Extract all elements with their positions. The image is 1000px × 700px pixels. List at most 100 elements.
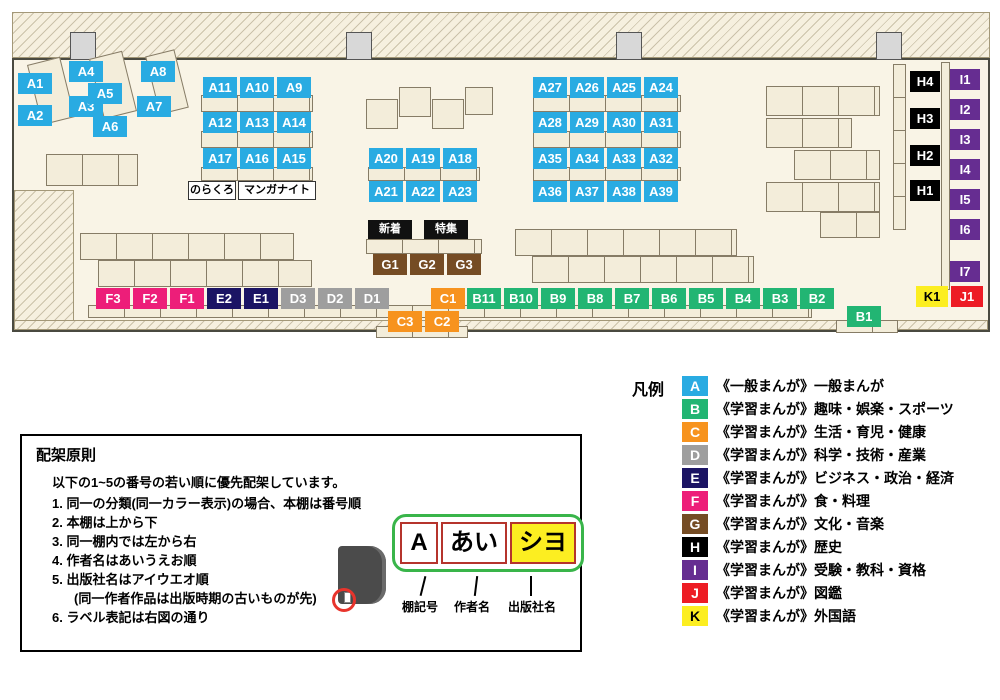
legend-chip-D: D bbox=[682, 444, 708, 465]
shelf-label-F2: F2 bbox=[133, 288, 167, 309]
shelf-block bbox=[766, 118, 852, 148]
shelf-label-H2: H2 bbox=[910, 145, 940, 166]
shelf-label-G3: G3 bbox=[447, 254, 481, 275]
shelf-label-A30: A30 bbox=[607, 112, 641, 133]
shelf-label-A38: A38 bbox=[607, 181, 641, 202]
shelf-label-A7: A7 bbox=[137, 96, 171, 117]
legend-row-E: E 《学習まんが》ビジネス・政治・経済 bbox=[682, 466, 995, 489]
shelf-label-A32: A32 bbox=[644, 148, 678, 169]
callout-shelf-code: 棚記号 bbox=[402, 600, 439, 614]
legend-label-F: 《学習まんが》食・料理 bbox=[716, 492, 870, 509]
shelf-block bbox=[201, 167, 313, 181]
principle-line-6: (同一作者作品は出版時期の古いものが先) bbox=[74, 591, 317, 606]
shelf-block bbox=[532, 256, 754, 283]
shelf-label-K1: K1 bbox=[916, 286, 948, 307]
legend-chip-F: F bbox=[682, 490, 708, 511]
hatched-area-left bbox=[14, 190, 74, 330]
legend-label-C: 《学習まんが》生活・育児・健康 bbox=[716, 423, 926, 440]
shelf-label-A24: A24 bbox=[644, 77, 678, 98]
shelf-label-D1: D1 bbox=[355, 288, 389, 309]
callout-line bbox=[473, 575, 479, 597]
shelf-label-A34: A34 bbox=[570, 148, 604, 169]
shelf-block bbox=[766, 86, 880, 116]
shelf-label-I3: I3 bbox=[950, 129, 980, 150]
label-position-circle-icon bbox=[332, 588, 356, 612]
principles-box: 配架原則 以下の1~5の番号の若い順に優先配架しています。 1. 同一の分類(同… bbox=[20, 434, 584, 652]
shelf-label-A29: A29 bbox=[570, 112, 604, 133]
callout-author: 作者名 bbox=[454, 600, 491, 614]
shelf-label-A10: A10 bbox=[240, 77, 274, 98]
shelf-label-A31: A31 bbox=[644, 112, 678, 133]
shelf-label-D3: D3 bbox=[281, 288, 315, 309]
label-author: あい bbox=[441, 522, 507, 564]
shelf-label-A16: A16 bbox=[240, 148, 274, 169]
pillar bbox=[346, 32, 372, 60]
shelf-label-E1: E1 bbox=[244, 288, 278, 309]
legend-label-H: 《学習まんが》歴史 bbox=[716, 538, 842, 555]
shelf-label-C2: C2 bbox=[425, 311, 459, 332]
map-tag-3: 新着 bbox=[368, 220, 412, 239]
map-tag-4: 特集 bbox=[424, 220, 468, 239]
principle-line-7: 6. ラベル表記は右図の通り bbox=[52, 610, 210, 625]
legend-label-J: 《学習まんが》図鑑 bbox=[716, 584, 842, 601]
legend-row-A: A《一般まんが》一般まんが bbox=[682, 374, 995, 397]
legend-chip-I: I bbox=[682, 559, 708, 580]
map-tag-2: マンガナイト bbox=[238, 181, 316, 200]
shelf-label-G1: G1 bbox=[373, 254, 407, 275]
shelf-label-A6: A6 bbox=[93, 116, 127, 137]
callout-publisher: 出版社名 bbox=[508, 600, 557, 614]
legend-chip-G: G bbox=[682, 513, 708, 534]
shelf-label-A15: A15 bbox=[277, 148, 311, 169]
callout-line bbox=[419, 576, 427, 596]
shelf-label-A21: A21 bbox=[369, 181, 403, 202]
callout-line bbox=[530, 576, 532, 596]
shelf-label-A25: A25 bbox=[607, 77, 641, 98]
shelf-label-B3: B3 bbox=[763, 288, 797, 309]
legend-row-I: I 《学習まんが》受験・教科・資格 bbox=[682, 558, 995, 581]
legend-chip-E: E bbox=[682, 467, 708, 488]
shelf-label-A17: A17 bbox=[203, 148, 237, 169]
legend-chip-J: J bbox=[682, 582, 708, 603]
shelf-label-E2: E2 bbox=[207, 288, 241, 309]
principle-line-1: 1. 同一の分類(同一カラー表示)の場合、本棚は番号順 bbox=[52, 496, 362, 511]
shelf-label-H3: H3 bbox=[910, 108, 940, 129]
legend-label-K: 《学習まんが》外国語 bbox=[716, 607, 856, 624]
legend-label-I: 《学習まんが》受験・教科・資格 bbox=[716, 561, 926, 578]
shelf-block bbox=[46, 154, 138, 186]
shelf-label-A23: A23 bbox=[443, 181, 477, 202]
shelf-block bbox=[893, 64, 906, 230]
shelf-label-B10: B10 bbox=[504, 288, 538, 309]
shelf-block bbox=[515, 229, 737, 256]
legend-label-E: 《学習まんが》ビジネス・政治・経済 bbox=[716, 469, 954, 486]
pillar bbox=[616, 32, 642, 60]
legend-row-J: J 《学習まんが》図鑑 bbox=[682, 581, 995, 604]
shelf-label-A36: A36 bbox=[533, 181, 567, 202]
shelf-block bbox=[794, 150, 880, 180]
legend-row-B: B《学習まんが》趣味・娯楽・スポーツ bbox=[682, 397, 995, 420]
principle-line-5: 5. 出版社名はアイウエオ順 bbox=[52, 572, 209, 587]
principle-line-3: 3. 同一棚内では左から右 bbox=[52, 534, 197, 549]
shelf-block bbox=[366, 239, 482, 254]
shelf-block bbox=[80, 233, 294, 260]
shelf-block bbox=[98, 260, 312, 287]
shelf-label-A11: A11 bbox=[203, 77, 237, 98]
shelf-block bbox=[820, 212, 880, 238]
legend-chip-B: B bbox=[682, 398, 708, 419]
shelf-label-I6: I6 bbox=[950, 219, 980, 240]
legend-row-D: D《学習まんが》科学・技術・産業 bbox=[682, 443, 995, 466]
shelf-label-A19: A19 bbox=[406, 148, 440, 169]
legend-chip-C: C bbox=[682, 421, 708, 442]
legend-chip-K: K bbox=[682, 605, 708, 626]
shelf-label-H4: H4 bbox=[910, 71, 940, 92]
shelf-label-A14: A14 bbox=[277, 112, 311, 133]
shelf-block bbox=[533, 95, 681, 112]
label-example: A あい シヨ bbox=[392, 514, 584, 572]
shelf-label-B6: B6 bbox=[652, 288, 686, 309]
shelf-block bbox=[432, 99, 464, 129]
legend-row-K: K 《学習まんが》外国語 bbox=[682, 604, 995, 627]
shelf-label-I5: I5 bbox=[950, 189, 980, 210]
shelf-label-A18: A18 bbox=[443, 148, 477, 169]
shelf-label-A13: A13 bbox=[240, 112, 274, 133]
